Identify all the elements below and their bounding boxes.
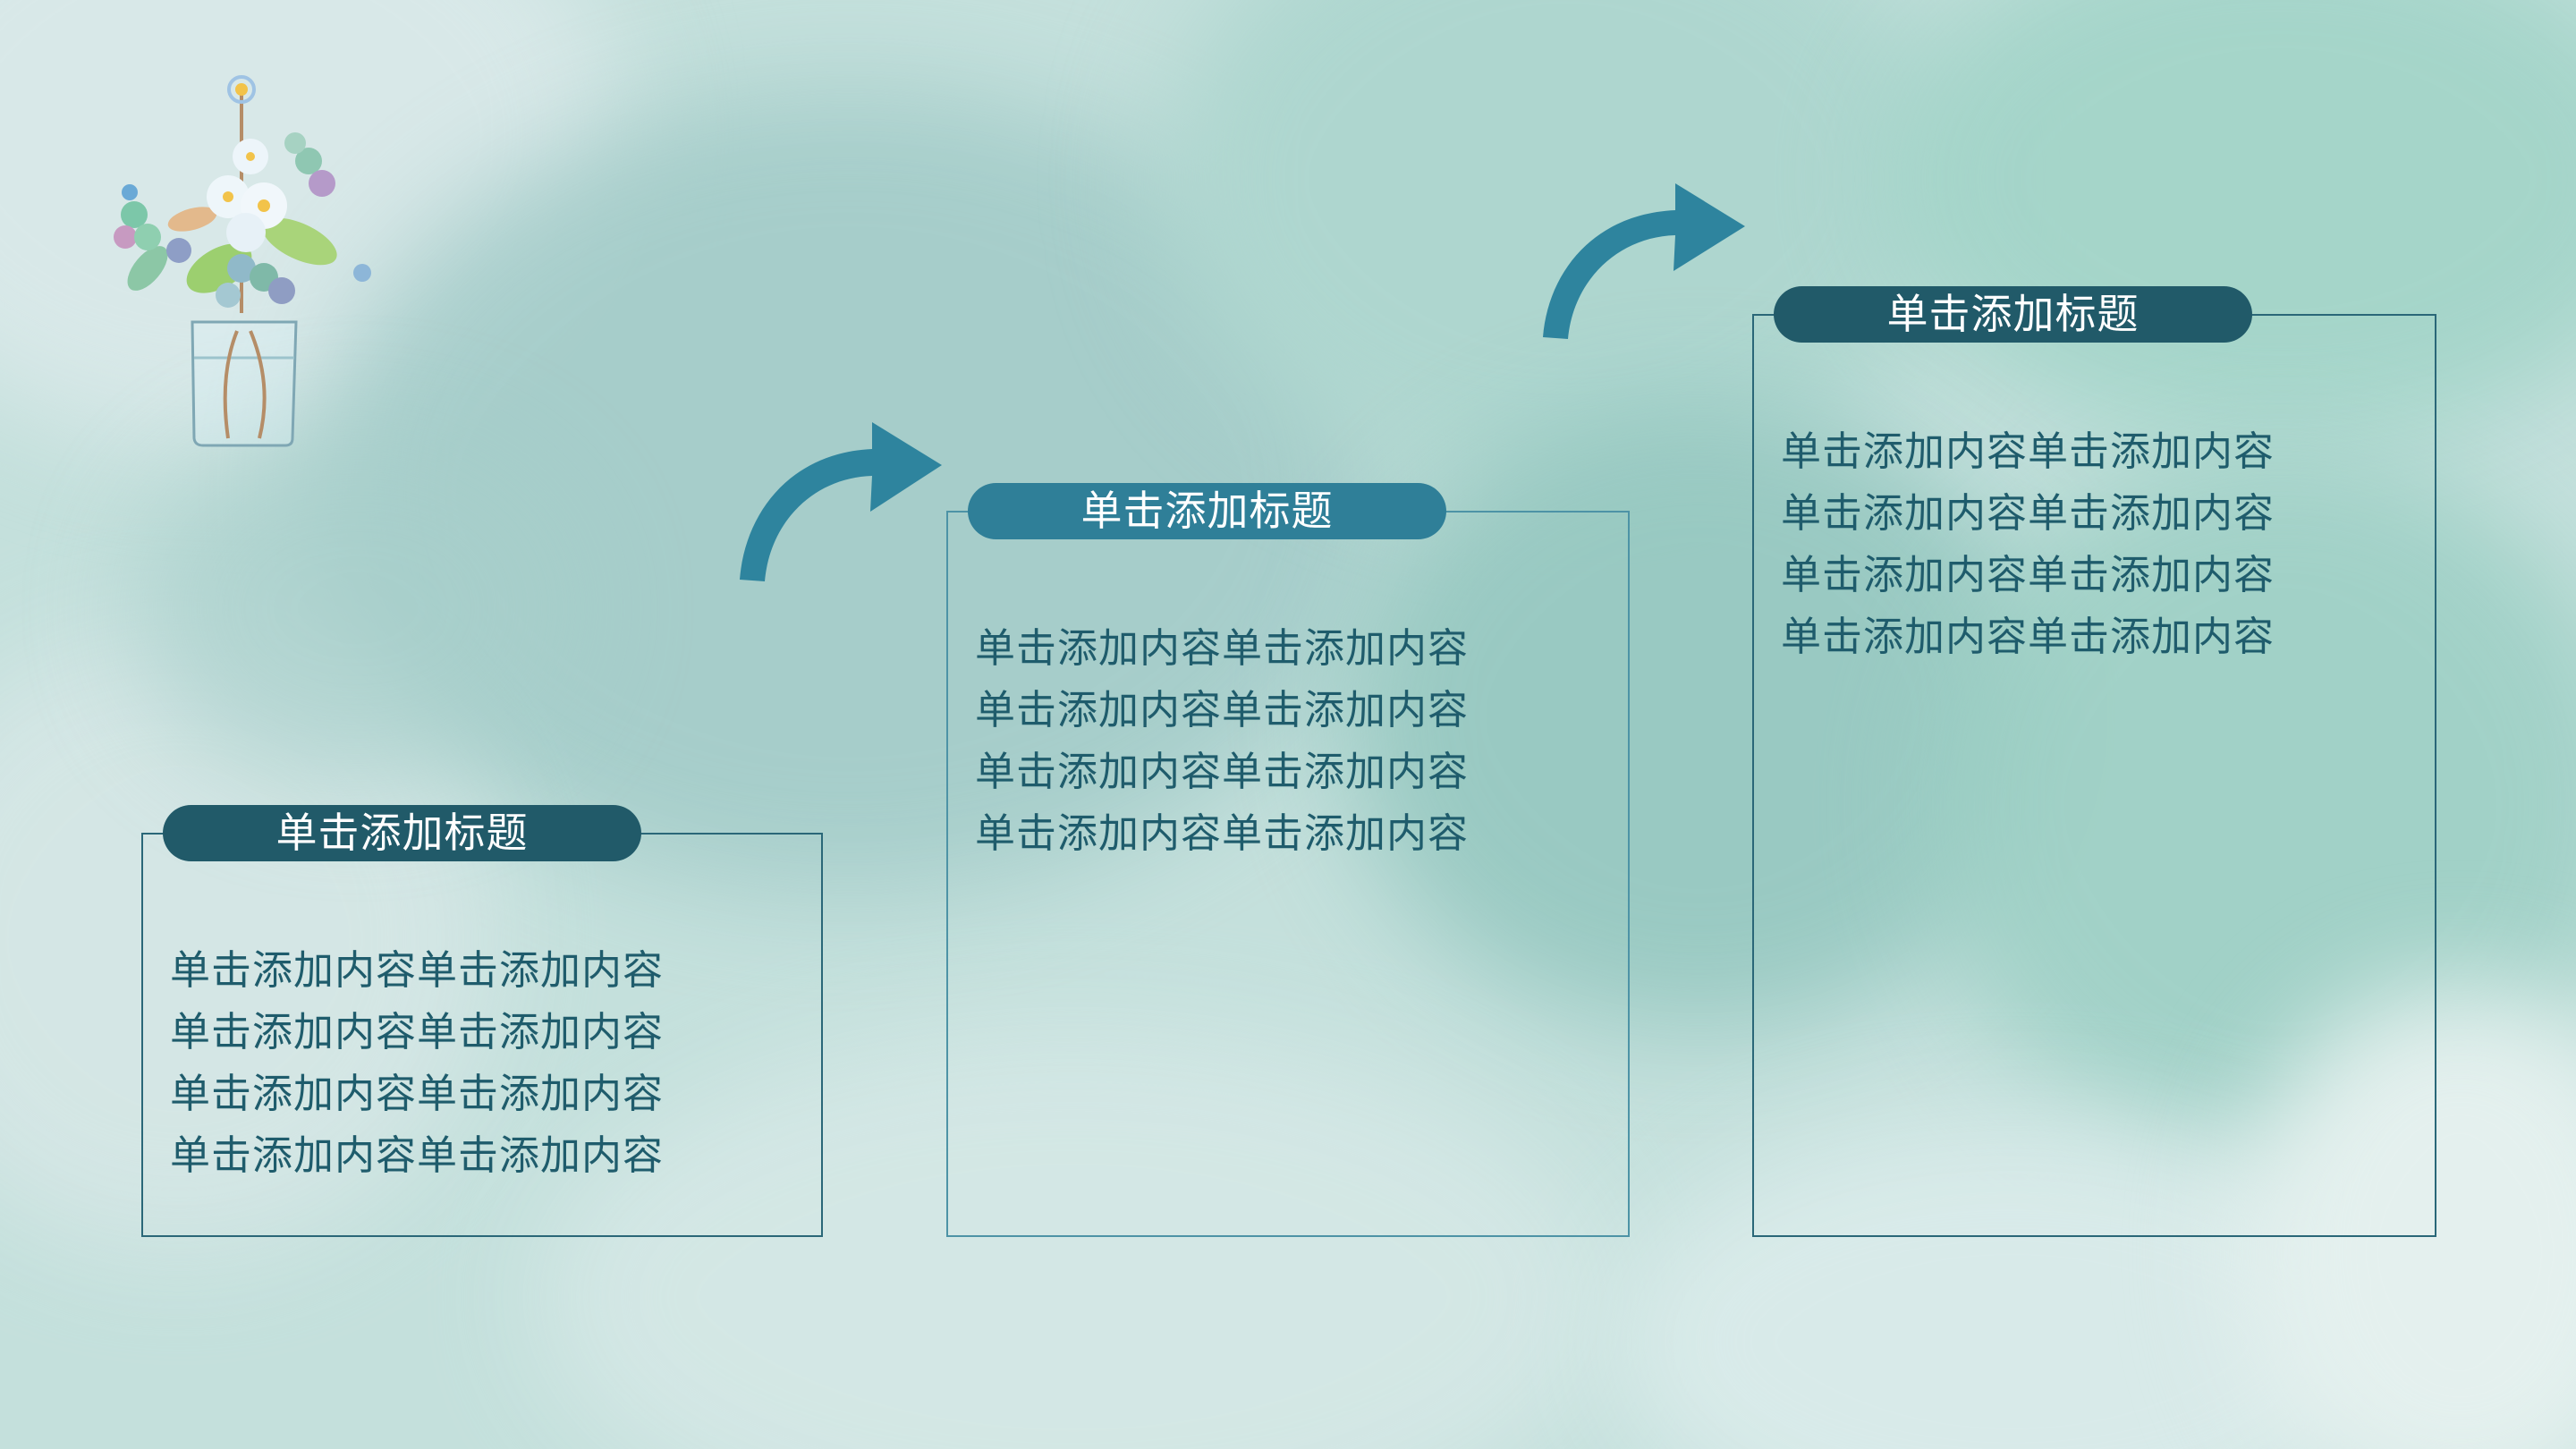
- step-1-title-text: 单击添加标题: [275, 809, 529, 857]
- step-2-line-3: 单击添加内容单击添加内容: [975, 748, 1470, 795]
- step-2-content[interactable]: 单击添加内容单击添加内容 单击添加内容单击添加内容 单击添加内容单击添加内容 单…: [975, 617, 1469, 864]
- step-2-line-4: 单击添加内容单击添加内容: [975, 809, 1470, 857]
- step-1-line-1: 单击添加内容单击添加内容: [170, 946, 665, 994]
- step-1-line-2: 单击添加内容单击添加内容: [170, 1008, 665, 1055]
- step-3-title[interactable]: 单击添加标题: [1774, 286, 2252, 343]
- step-2-title-text: 单击添加标题: [1080, 487, 1334, 535]
- step-1-line-3: 单击添加内容单击添加内容: [170, 1070, 665, 1117]
- step-1-title[interactable]: 单击添加标题: [163, 805, 641, 861]
- step-2-title[interactable]: 单击添加标题: [968, 483, 1446, 539]
- step-3-line-4: 单击添加内容单击添加内容: [1781, 613, 2275, 660]
- step-3-line-1: 单击添加内容单击添加内容: [1781, 428, 2275, 475]
- step-2-line-1: 单击添加内容单击添加内容: [975, 624, 1470, 672]
- step-1-content[interactable]: 单击添加内容单击添加内容 单击添加内容单击添加内容 单击添加内容单击添加内容 单…: [170, 939, 664, 1186]
- flower-vase-illustration-icon: [114, 75, 371, 447]
- curved-arrow-right-icon: [740, 422, 942, 581]
- step-3-content[interactable]: 单击添加内容单击添加内容 单击添加内容单击添加内容 单击添加内容单击添加内容 单…: [1781, 420, 2275, 667]
- step-3-title-text: 单击添加标题: [1886, 290, 2140, 338]
- curved-arrow-right-icon: [1543, 183, 1745, 339]
- step-1-line-4: 单击添加内容单击添加内容: [170, 1131, 665, 1179]
- step-3-line-3: 单击添加内容单击添加内容: [1781, 551, 2275, 598]
- step-3-line-2: 单击添加内容单击添加内容: [1781, 489, 2275, 537]
- step-2-line-2: 单击添加内容单击添加内容: [975, 686, 1470, 733]
